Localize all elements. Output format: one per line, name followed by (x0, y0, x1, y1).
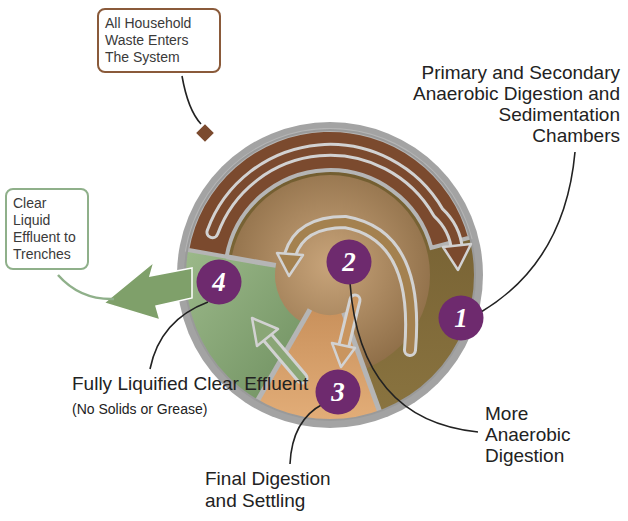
flow-arrow (213, 150, 458, 250)
callout-number: 2 (326, 247, 372, 278)
chamber-number: 3 (315, 369, 361, 415)
callout-number: 1 (438, 303, 484, 334)
number-disc (197, 260, 242, 305)
arrow-head (332, 343, 355, 367)
number-disc (439, 296, 484, 341)
leader-line (150, 302, 208, 369)
chamber-number: 1 (438, 295, 484, 341)
flow-arrow (213, 150, 458, 250)
callout-number: 4 (196, 267, 242, 298)
callout-number: 3 (315, 377, 361, 408)
leader-line (58, 275, 114, 299)
effluent-note: (No Solids or Grease) (72, 401, 207, 418)
outlet-callout-box: Clear Liquid Effluent to Trenches (5, 188, 89, 270)
inlet-chamber (187, 130, 470, 257)
baffle-wall (227, 257, 276, 266)
callout-text: Clear Liquid Effluent to Trenches (13, 195, 81, 263)
chamber-label: Primary and Secondary Anaerobic Digestio… (410, 62, 620, 146)
leader-line (290, 404, 323, 464)
number-disc (316, 370, 361, 415)
effluent-label: Fully Liquified Clear Effluent (72, 373, 308, 395)
arrow-head (252, 318, 278, 346)
flow-arrow (268, 338, 302, 378)
inlet-pipe (195, 123, 215, 143)
arrow-head (443, 244, 471, 270)
chamber-number: 2 (326, 239, 372, 285)
flow-arrows (213, 150, 472, 378)
chamber-three (258, 310, 380, 420)
flow-arrow (268, 338, 302, 378)
inlet-callout-box: All Household Waste Enters The System (97, 8, 221, 73)
number-disc (327, 240, 372, 285)
leader-line (481, 152, 575, 312)
arrow-head (277, 253, 303, 276)
outlet-arrow (104, 262, 192, 320)
chamber-label: Final Digestion and Settling (205, 468, 365, 512)
leader-line (182, 76, 201, 124)
chamber-number: 4 (196, 259, 242, 305)
callout-text: All Household Waste Enters The System (105, 15, 213, 66)
chamber-label: More Anaerobic Digestion (485, 403, 607, 466)
